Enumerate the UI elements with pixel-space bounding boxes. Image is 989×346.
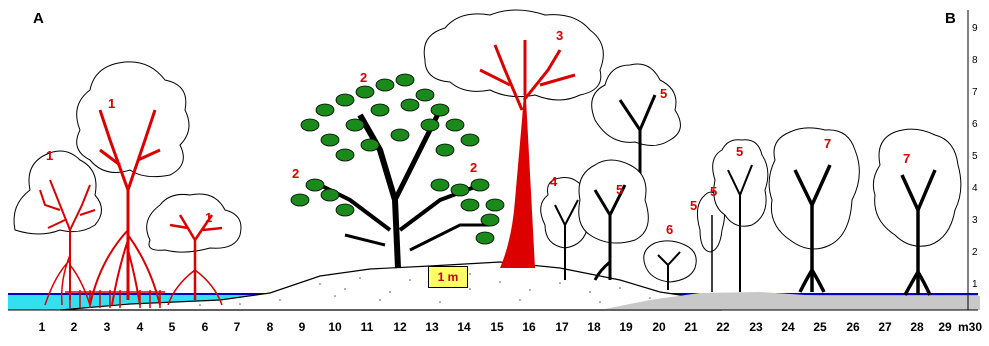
species-label: 3 <box>556 28 563 43</box>
axis-tick: 24 <box>781 320 795 334</box>
height-tick: 7 <box>972 87 978 98</box>
scale-bar-label: 1 m <box>428 266 468 288</box>
axis-tick: 19 <box>619 320 633 334</box>
tree-species-7a <box>769 128 859 292</box>
axis-tick: 10 <box>328 320 342 334</box>
axis-tick: 1 <box>39 320 46 334</box>
axis-tick: 25 <box>813 320 827 334</box>
tree-species-1a <box>14 151 102 305</box>
axis-tick: 29 <box>938 320 952 334</box>
panel-label-end: B <box>945 10 956 27</box>
tree-species-5b <box>579 160 649 280</box>
species-label: 7 <box>903 151 910 166</box>
axis-tick: 15 <box>490 320 504 334</box>
tree-species-7b <box>873 129 961 295</box>
species-label: 4 <box>550 174 558 189</box>
species-label: 1 <box>205 210 212 225</box>
species-label: 2 <box>360 70 367 85</box>
axis-tick: 7 <box>234 320 241 334</box>
tree-species-6 <box>644 241 697 290</box>
height-tick: 4 <box>972 183 978 194</box>
height-ticks: 1 2 3 4 5 6 7 8 9 <box>972 23 978 290</box>
axis-tick: 16 <box>522 320 536 334</box>
height-tick: 1 <box>972 279 978 290</box>
height-tick: 5 <box>972 151 978 162</box>
axis-tick: 20 <box>652 320 666 334</box>
axis-tick: 27 <box>878 320 892 334</box>
species-label: 5 <box>690 198 697 213</box>
axis-tick: 5 <box>169 320 176 334</box>
species-label: 1 <box>46 148 53 163</box>
height-tick: 3 <box>972 215 978 226</box>
distance-axis: 1 2 3 4 5 6 7 8 9 10 11 12 13 14 15 16 1… <box>39 320 983 334</box>
axis-tick: 14 <box>457 320 471 334</box>
axis-tick: 12 <box>393 320 407 334</box>
axis-tick: 3 <box>104 320 111 334</box>
species-label: 2 <box>292 166 299 181</box>
species-label: 5 <box>616 182 623 197</box>
axis-tick: 22 <box>716 320 730 334</box>
axis-tick: 17 <box>555 320 569 334</box>
axis-tick: 13 <box>425 320 439 334</box>
axis-tick: 2 <box>71 320 78 334</box>
species-label: 6 <box>666 222 673 237</box>
height-tick: 8 <box>972 55 978 66</box>
axis-tick: 11 <box>361 320 374 334</box>
axis-unit-label: m30 <box>958 320 982 334</box>
species-label: 5 <box>660 86 667 101</box>
axis-tick: 4 <box>137 320 144 334</box>
axis-tick: 21 <box>684 320 698 334</box>
axis-tick: 6 <box>202 320 209 334</box>
species-label: 5 <box>736 144 743 159</box>
species-label: 7 <box>824 136 831 151</box>
axis-tick: 8 <box>267 320 274 334</box>
axis-tick: 23 <box>749 320 763 334</box>
axis-tick: 9 <box>299 320 306 334</box>
axis-tick: 28 <box>910 320 924 334</box>
height-tick: 6 <box>972 119 978 130</box>
species-label: 5 <box>710 184 717 199</box>
tree-species-1c <box>147 194 241 305</box>
species-label: 2 <box>470 160 477 175</box>
species-label: 1 <box>108 96 115 111</box>
height-tick: 9 <box>972 23 978 34</box>
axis-tick: 26 <box>846 320 860 334</box>
panel-label-start: A <box>33 10 44 27</box>
axis-tick: 18 <box>587 320 601 334</box>
height-tick: 2 <box>972 247 978 258</box>
